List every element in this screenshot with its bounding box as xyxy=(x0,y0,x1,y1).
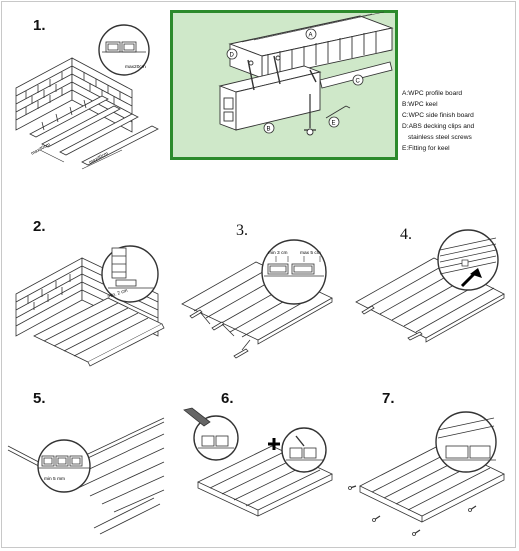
step-2-label: 2. xyxy=(33,218,46,235)
step-6-diagram xyxy=(183,407,333,517)
callout-e: E xyxy=(332,121,336,127)
step-3-label: 3. xyxy=(236,222,248,239)
dim-min-5mm: min 5 mm xyxy=(44,476,65,482)
step-3-diagram: min 3 cm max 5 cm xyxy=(181,239,333,359)
step-1-diagram: max20cm max40cm max40cm xyxy=(15,24,159,170)
legend-item-b: B:WPC keel xyxy=(402,101,438,108)
legend-item-a: A:WPC profile board xyxy=(402,90,463,97)
step-4-diagram xyxy=(355,229,505,343)
dim-max40cm-left: max40cm xyxy=(30,142,51,157)
legend-item-c: C:WPC side finish board xyxy=(402,112,474,119)
detail-exploded-view: A D B C E xyxy=(170,10,398,160)
step-4-label: 4. xyxy=(400,226,412,243)
dim-min-3cm: min 3 cm xyxy=(268,250,287,256)
dim-max-5cm: max 5 cm xyxy=(300,250,321,256)
step-5-diagram: min 5 mm xyxy=(7,417,165,535)
step-1-label: 1. xyxy=(33,17,46,34)
callout-c: C xyxy=(356,79,361,85)
component-legend: A:WPC profile board B:WPC keel C:WPC sid… xyxy=(402,88,518,154)
step-7-label: 7. xyxy=(382,390,395,407)
step-2-diagram: min. 2 cm xyxy=(15,245,165,367)
step-6-label: 6. xyxy=(221,390,234,407)
callout-b: B xyxy=(267,127,271,133)
callout-d: D xyxy=(230,53,235,59)
dim-max20cm: max20cm xyxy=(125,64,146,70)
legend-item-d-cont: stainless steel screws xyxy=(408,134,472,141)
step-7-diagram xyxy=(348,411,505,536)
step-5-label: 5. xyxy=(33,390,46,407)
legend-item-d: D:ABS decking clips and xyxy=(402,123,475,130)
legend-item-e: E:Fitting for keel xyxy=(402,145,450,152)
callout-a: A xyxy=(309,33,313,39)
